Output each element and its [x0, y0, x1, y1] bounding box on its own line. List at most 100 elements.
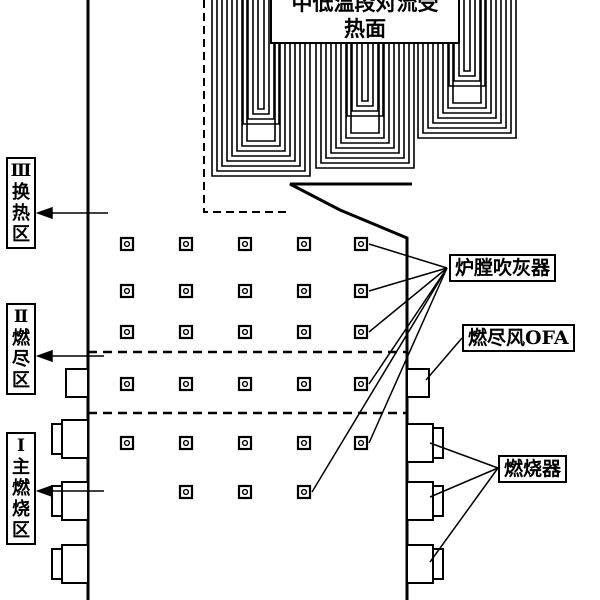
zone-label-burnout: Ⅱ 燃 尽 区: [6, 303, 36, 395]
burner-nozzle-left: [61, 544, 89, 584]
tube-loop: [246, 0, 276, 142]
tube-loop: [350, 0, 380, 134]
tube-loop: [241, 0, 281, 147]
zone-char: 区: [12, 224, 30, 245]
soot-blower-label: 炉膛吹灰器: [449, 254, 557, 282]
tube-loop: [236, 0, 286, 152]
tube-loop: [325, 0, 405, 159]
zone-char: 烧: [12, 499, 30, 520]
soot-blower: [178, 324, 194, 340]
zone-roman: Ⅲ: [10, 161, 32, 181]
soot-blower-leader: [368, 267, 448, 333]
tube-loop-inner: [346, 0, 384, 117]
soot-blower: [237, 324, 253, 340]
soot-blower-grid: [119, 236, 369, 500]
tube-loop: [432, 0, 502, 124]
convection-tube-coils: [211, 0, 517, 177]
burner-nozzle-right: [406, 544, 434, 584]
convection-surface-line2: 热面: [344, 16, 386, 41]
burner-leader: [429, 442, 499, 469]
zone-roman: Ⅰ: [17, 436, 25, 456]
tube-loop-inner: [356, 0, 374, 107]
soot-blower: [178, 435, 194, 451]
soot-blower-leader: [368, 267, 448, 444]
tube-loop: [335, 0, 395, 149]
soot-blower: [119, 236, 135, 252]
nozzle-group: [51, 368, 444, 584]
ofa-label: 燃尽风OFA: [462, 324, 575, 352]
ofa-nozzle-left: [65, 368, 89, 398]
tube-loop-inner: [458, 0, 476, 77]
tube-loop: [345, 0, 385, 139]
soot-blower: [178, 376, 194, 392]
convection-surface-line1: 中低温段对流受: [291, 0, 439, 15]
soot-blower: [353, 435, 369, 451]
soot-blower-leader: [368, 267, 448, 385]
zone-label-heat-exchange: Ⅲ 换 热 区: [6, 157, 36, 249]
soot-blower: [296, 376, 312, 392]
soot-blower: [353, 283, 369, 299]
soot-blower: [237, 376, 253, 392]
burner-nozzle-right: [406, 423, 434, 463]
zone-char: 主: [12, 457, 30, 478]
soot-blower: [296, 236, 312, 252]
soot-blower: [237, 283, 253, 299]
tube-loop-inner: [361, 0, 369, 102]
tube-loop: [315, 0, 415, 169]
tube-loop: [437, 0, 497, 119]
burner-nozzle-rear-left: [51, 548, 63, 580]
zone-char: 热: [12, 203, 30, 224]
zone-char: 燃: [12, 328, 30, 349]
burner-nozzle-left: [61, 419, 89, 459]
zone-char: 区: [12, 370, 30, 391]
tube-loop: [221, 0, 301, 167]
tube-loop-inner: [252, 0, 270, 115]
soot-blower: [178, 283, 194, 299]
tube-loop: [340, 0, 390, 144]
zone-arrows: [35, 206, 108, 498]
zone-char: 燃: [12, 478, 30, 499]
soot-blower: [296, 435, 312, 451]
tube-loop: [216, 0, 306, 172]
leader-lines: [311, 243, 499, 563]
tube-loop-inner: [351, 0, 379, 112]
burner-nozzle-rear-right: [432, 548, 444, 580]
tube-loop: [447, 0, 487, 109]
ofa-leader: [425, 337, 463, 381]
convection-section-boundary: [203, 0, 290, 213]
convection-surface-label: 中低温段对流受 热面: [270, 0, 460, 44]
soot-blower: [237, 484, 253, 500]
tube-loop: [330, 0, 400, 154]
zone-char: 区: [12, 520, 30, 541]
ofa-nozzle-right: [406, 368, 430, 398]
burner-nozzle-right: [406, 481, 434, 521]
burner-nozzle-rear-right: [432, 485, 444, 517]
soot-blower: [119, 376, 135, 392]
zone-roman: Ⅱ: [13, 307, 29, 327]
soot-blower: [353, 324, 369, 340]
soot-blower: [296, 324, 312, 340]
tube-loop-inner: [463, 0, 471, 72]
soot-blower: [178, 484, 194, 500]
tube-loop-inner: [247, 0, 275, 120]
burner-nozzle-left: [61, 481, 89, 521]
burner-nozzle-rear-right: [432, 427, 444, 459]
tube-loop: [211, 0, 311, 177]
soot-blower-leader: [368, 267, 448, 292]
soot-blower: [119, 435, 135, 451]
soot-blower: [237, 435, 253, 451]
tube-loop: [427, 0, 507, 129]
soot-blower-leader: [311, 267, 448, 493]
burner-leader: [429, 467, 499, 498]
soot-blower: [178, 236, 194, 252]
soot-blower: [296, 283, 312, 299]
tube-loop-inner: [257, 0, 265, 110]
burner-nozzle-rear-left: [51, 423, 63, 455]
soot-blower: [353, 376, 369, 392]
zone-char: 尽: [12, 349, 30, 370]
tube-loop: [442, 0, 492, 114]
soot-blower: [296, 484, 312, 500]
soot-blower: [353, 236, 369, 252]
tube-loop: [417, 0, 517, 139]
